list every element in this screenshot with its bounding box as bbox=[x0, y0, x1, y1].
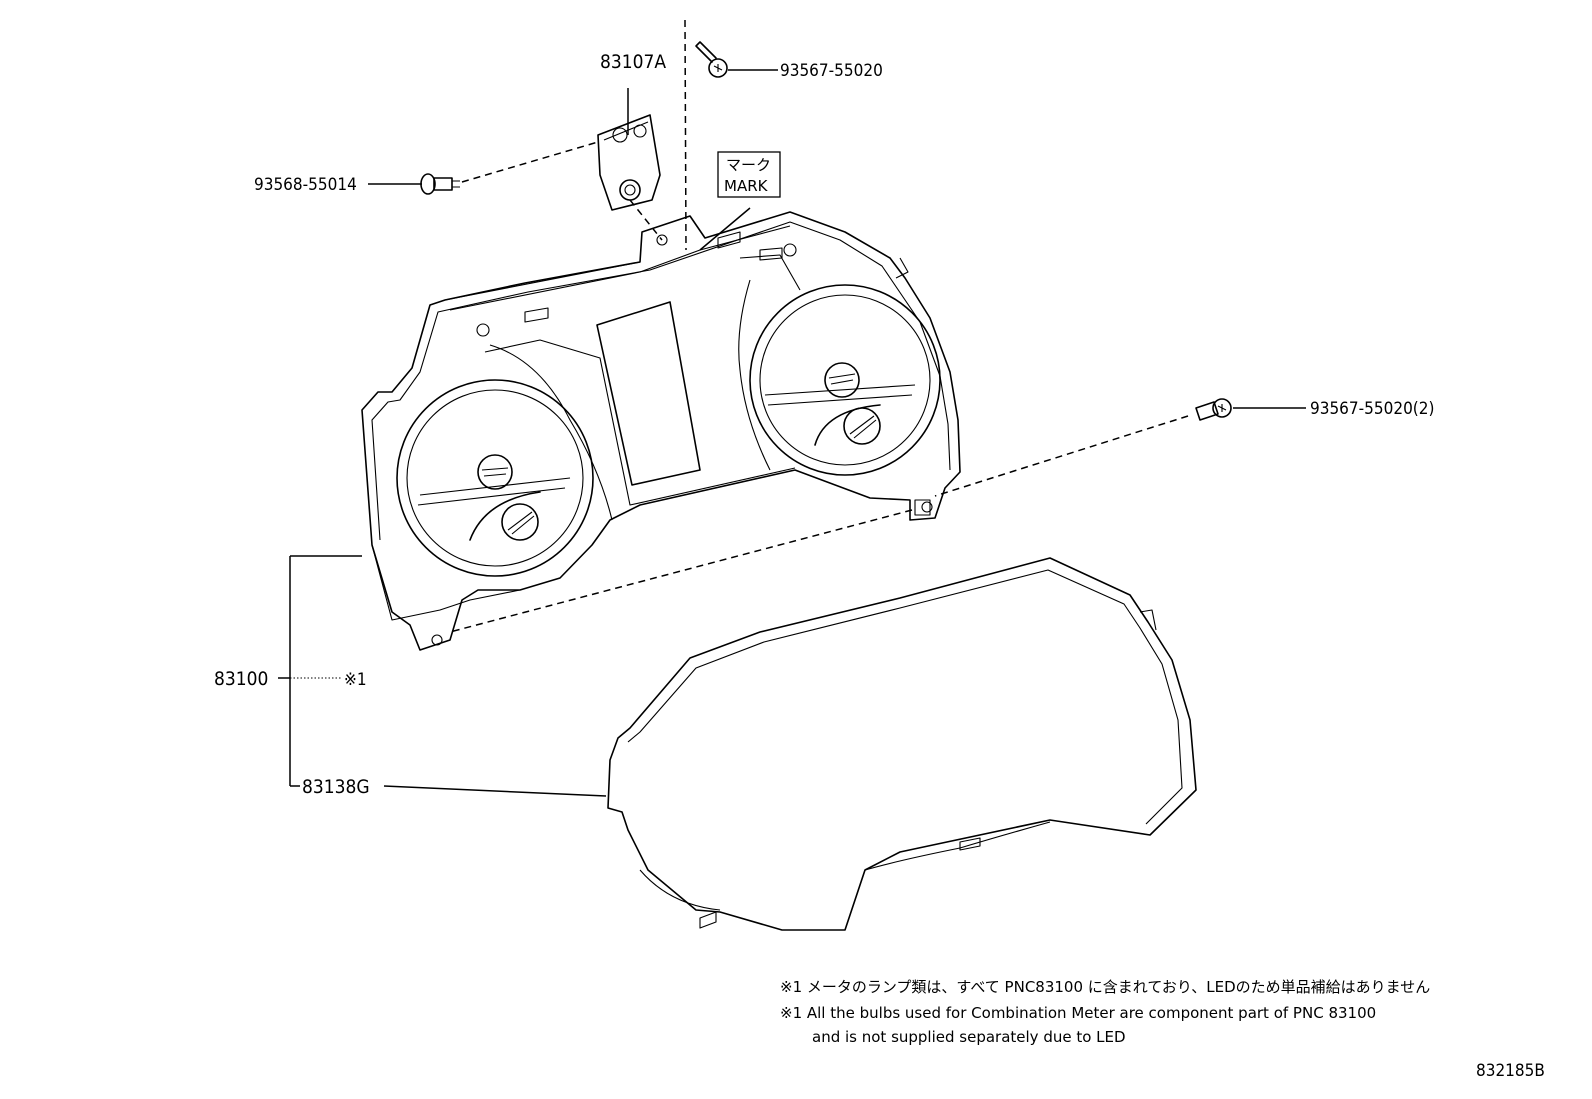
mark-label-jp: マーク bbox=[726, 156, 771, 174]
note-japanese: ※1 メータのランプ類は、すべて PNC83100 に含まれており、LEDのため… bbox=[780, 978, 1430, 996]
note-english-line1: ※1 All the bulbs used for Combination Me… bbox=[780, 1004, 1376, 1022]
mark-box bbox=[717, 151, 781, 198]
callout-glass: 83138G bbox=[302, 776, 370, 798]
assembly-lines bbox=[278, 19, 1306, 797]
callout-meter-note-ref: ※1 bbox=[344, 670, 367, 690]
combination-meter-drawing bbox=[361, 211, 961, 651]
meter-glass-83138g-drawing bbox=[607, 557, 1197, 931]
bracket-83107a-drawing bbox=[597, 114, 661, 211]
callout-meter: 83100 bbox=[214, 668, 268, 690]
callout-screw-left: 93568-55014 bbox=[254, 175, 357, 195]
mark-callout: マーク MARK bbox=[717, 151, 781, 198]
illustration-id: 832185B bbox=[1476, 1061, 1545, 1081]
screw-right-drawing bbox=[1195, 398, 1232, 421]
callout-screw-top: 93567-55020 bbox=[780, 61, 883, 81]
callout-bracket: 83107A bbox=[600, 51, 666, 73]
callout-screw-right: 93567-55020(2) bbox=[1310, 399, 1434, 419]
screw-top-drawing bbox=[695, 41, 728, 78]
screw-left-drawing bbox=[420, 173, 460, 195]
note-english-line2: and is not supplied separately due to LE… bbox=[812, 1028, 1126, 1046]
mark-label-en: MARK bbox=[724, 177, 769, 195]
